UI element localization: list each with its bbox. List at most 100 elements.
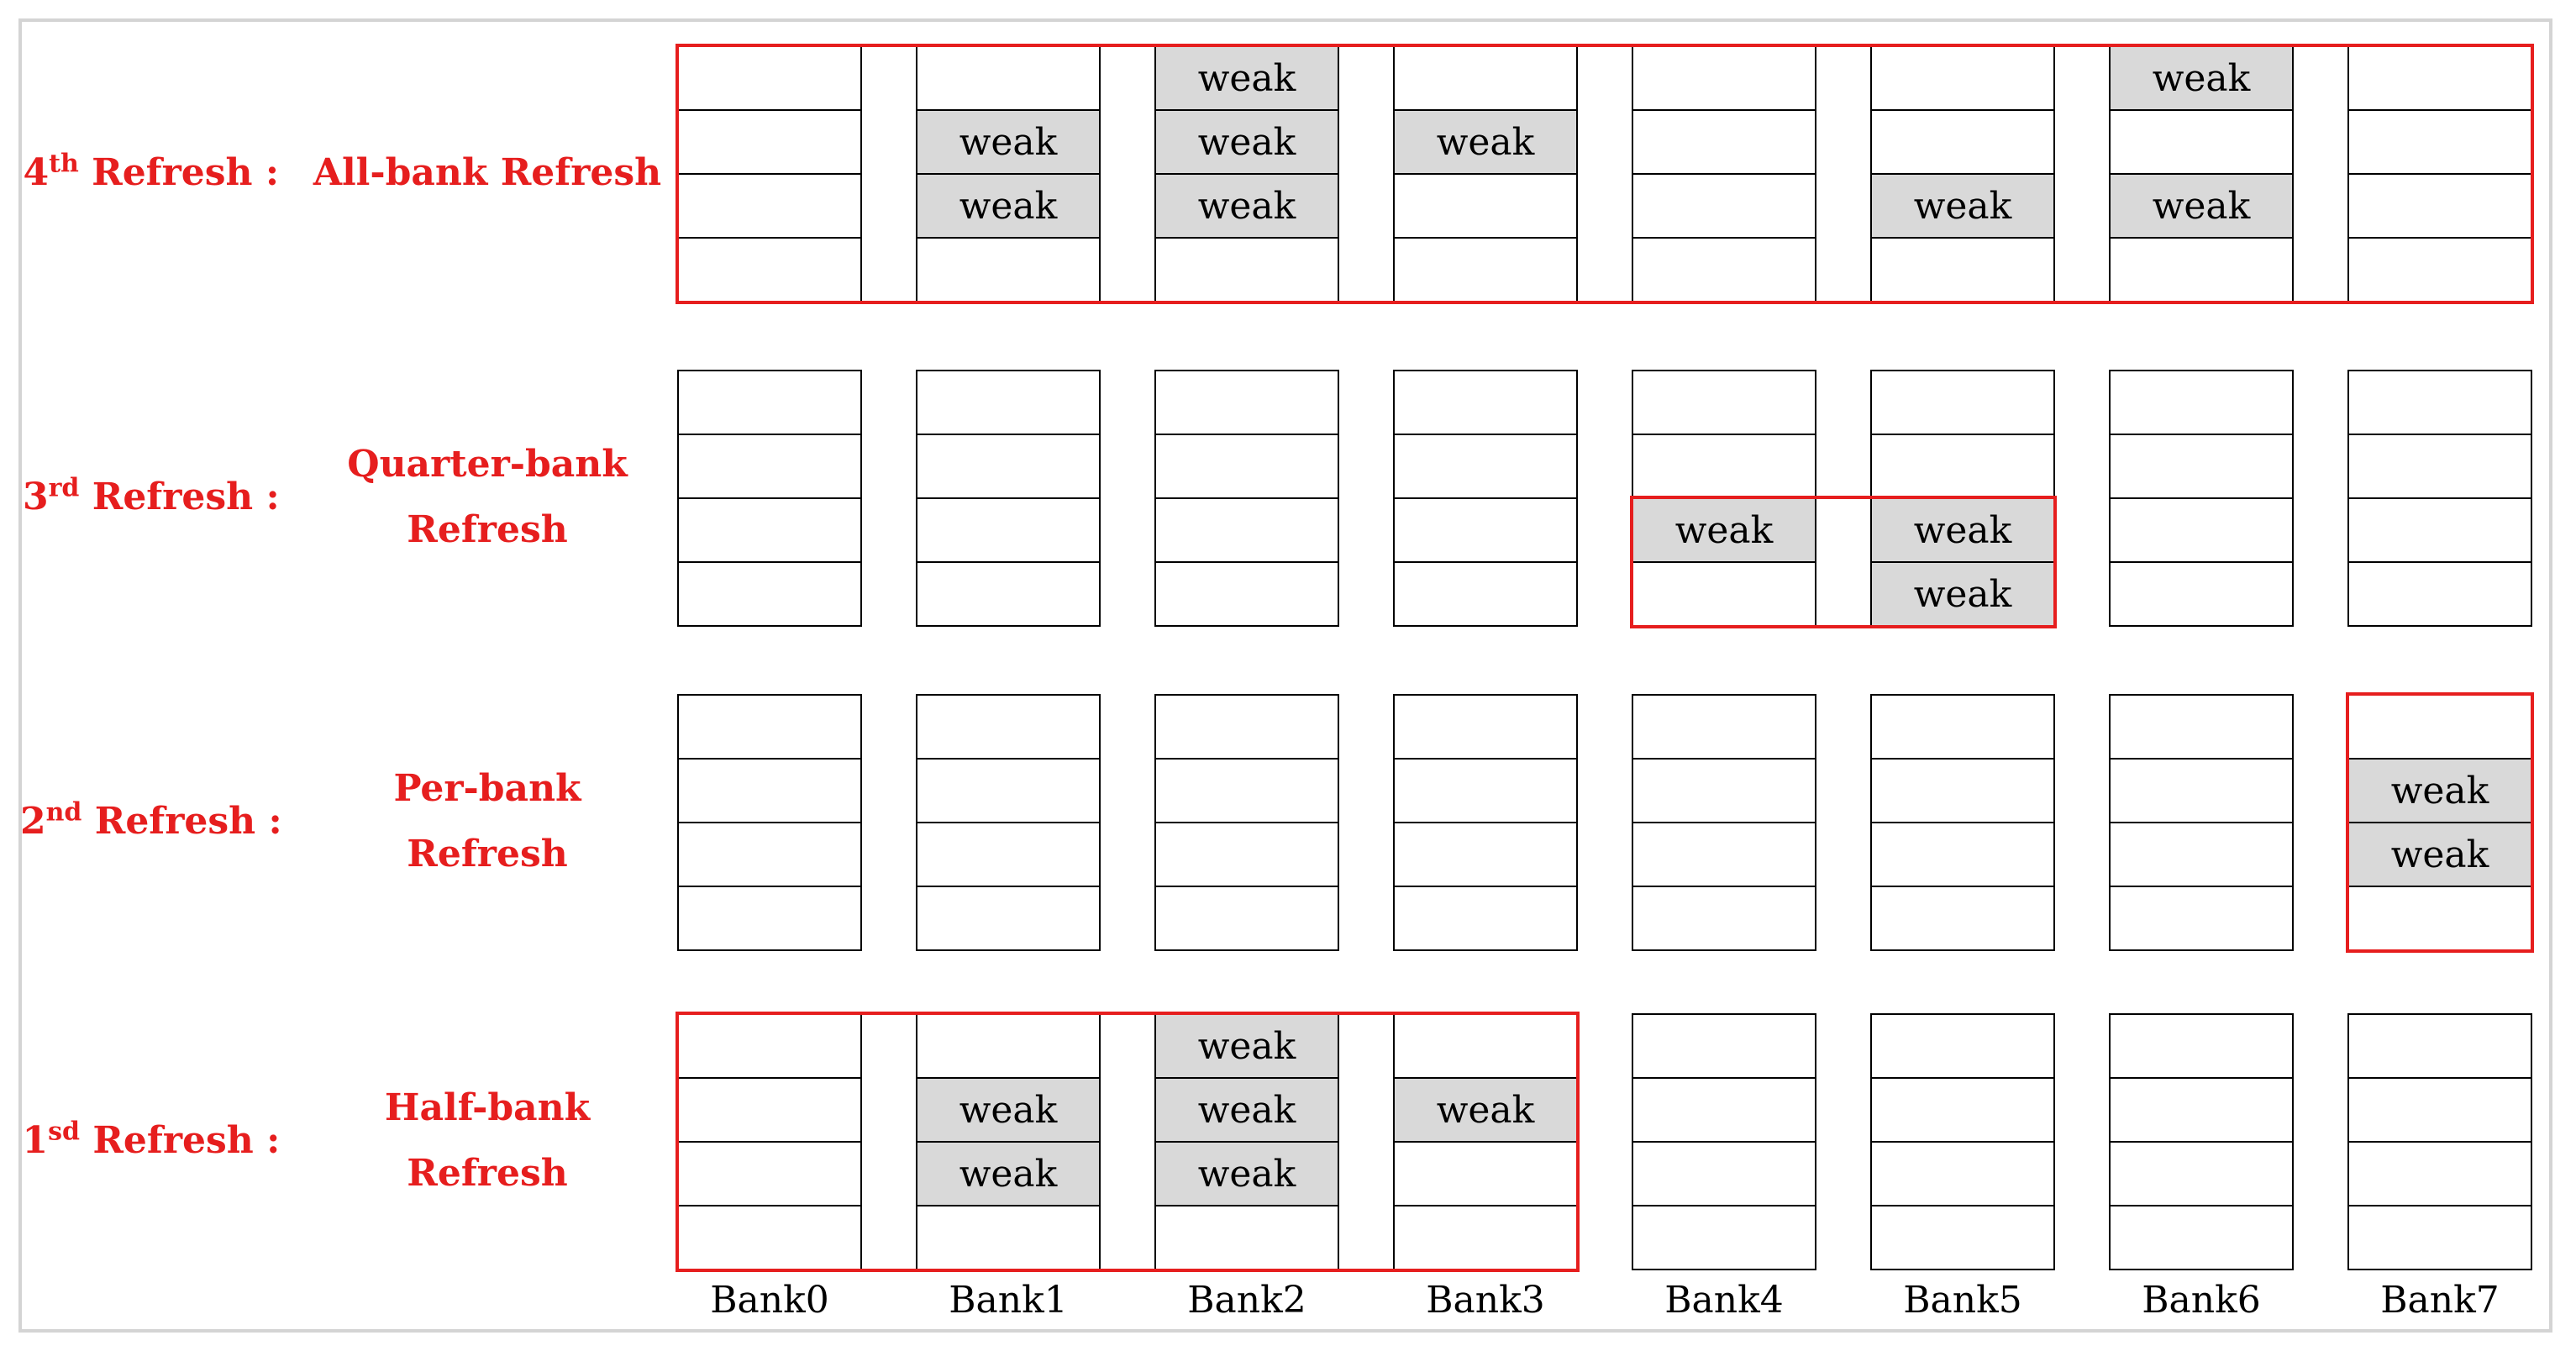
ordinal-number: 3 (23, 476, 49, 518)
ordinal-number: 2 (20, 800, 46, 843)
refresh-order-label: 1sd Refresh : (23, 1119, 281, 1162)
memory-cell (2109, 822, 2294, 887)
memory-cell (916, 237, 1101, 302)
label-colon: : (253, 1119, 281, 1162)
memory-cell (916, 434, 1101, 499)
weak-cell: weak (2347, 758, 2532, 823)
memory-cell (2347, 1141, 2532, 1206)
memory-cell (1393, 886, 1578, 951)
memory-cell (677, 1077, 862, 1143)
refresh-type-name: All-bank Refresh (311, 140, 664, 206)
weak-label: weak (2152, 184, 2251, 228)
memory-cell (2347, 561, 2532, 627)
weak-label: weak (1913, 572, 2012, 616)
refresh-type-line: All-bank Refresh (313, 151, 662, 194)
memory-cell (2347, 1013, 2532, 1079)
weak-cell: weak (1870, 561, 2055, 627)
memory-cell (1154, 694, 1339, 760)
memory-cell (1870, 1013, 2055, 1079)
memory-cell (1154, 434, 1339, 499)
weak-label: weak (1197, 1152, 1296, 1196)
memory-cell (2347, 370, 2532, 435)
memory-cell (677, 1205, 862, 1270)
memory-cell (1632, 1013, 1816, 1079)
memory-cell (677, 434, 862, 499)
memory-cell (2109, 434, 2294, 499)
memory-cell (677, 497, 862, 563)
memory-cell (2109, 1013, 2294, 1079)
memory-cell (677, 1141, 862, 1206)
weak-cell: weak (916, 109, 1101, 175)
weak-label: weak (2152, 56, 2251, 100)
ordinal-suffix: rd (48, 473, 80, 503)
bank-label: Bank0 (710, 1279, 829, 1322)
memory-cell (1154, 758, 1339, 823)
memory-cell (2109, 370, 2294, 435)
memory-cell (2109, 1077, 2294, 1143)
memory-cell (1393, 434, 1578, 499)
memory-cell (1393, 237, 1578, 302)
memory-cell (1632, 758, 1816, 823)
memory-cell (1632, 109, 1816, 175)
memory-cell (1393, 173, 1578, 239)
label-colon: : (252, 151, 280, 194)
refresh-order-label: 3rd Refresh : (23, 476, 280, 518)
weak-label: weak (1436, 1088, 1535, 1132)
memory-cell (1870, 109, 2055, 175)
memory-cell (1870, 758, 2055, 823)
weak-label: weak (1197, 1024, 1296, 1068)
bank-label: Bank2 (1187, 1279, 1306, 1322)
refresh-type-name: Per-bank Refresh (311, 756, 664, 887)
memory-cell (1393, 694, 1578, 760)
memory-cell (1632, 370, 1816, 435)
memory-cell (2109, 886, 2294, 951)
bank-label: Bank1 (949, 1279, 1068, 1322)
memory-cell (677, 1013, 862, 1079)
weak-label: weak (1197, 1088, 1296, 1132)
memory-cell (677, 45, 862, 111)
weak-cell: weak (1393, 109, 1578, 175)
memory-cell (1154, 561, 1339, 627)
memory-cell (1870, 370, 2055, 435)
ordinal-suffix: sd (48, 1117, 80, 1147)
refresh-word: Refresh (92, 476, 254, 518)
memory-cell (1870, 45, 2055, 111)
memory-cell (677, 173, 862, 239)
refresh-word: Refresh (94, 800, 256, 843)
weak-cell: weak (1154, 109, 1339, 175)
weak-cell: weak (2347, 822, 2532, 887)
refresh-type-name: Half-bank Refresh (311, 1075, 664, 1206)
memory-cell (1632, 434, 1816, 499)
memory-cell (677, 758, 862, 823)
memory-cell (1393, 497, 1578, 563)
memory-cell (1393, 758, 1578, 823)
memory-cell (916, 1013, 1101, 1079)
weak-label: weak (1913, 508, 2012, 552)
refresh-order-label: 2nd Refresh : (20, 800, 282, 843)
memory-cell (1870, 694, 2055, 760)
memory-cell (1632, 45, 1816, 111)
memory-cell (1154, 237, 1339, 302)
weak-cell: weak (1154, 1013, 1339, 1079)
memory-cell (1393, 45, 1578, 111)
memory-cell (677, 237, 862, 302)
memory-cell (1393, 561, 1578, 627)
memory-cell (677, 109, 862, 175)
memory-cell (2109, 497, 2294, 563)
memory-cell (2347, 1205, 2532, 1270)
memory-cell (1870, 1141, 2055, 1206)
bank-label: Bank3 (1426, 1279, 1545, 1322)
memory-cell (2109, 694, 2294, 760)
memory-cell (677, 370, 862, 435)
label-colon: : (255, 800, 282, 843)
memory-cell (2347, 237, 2532, 302)
bank-label: Bank6 (2142, 1279, 2261, 1322)
memory-cell (2109, 561, 2294, 627)
ordinal-number: 4 (23, 151, 50, 194)
weak-label: weak (959, 184, 1058, 228)
memory-cell (1632, 822, 1816, 887)
refresh-order-label: 4th Refresh : (24, 151, 280, 192)
memory-cell (677, 561, 862, 627)
memory-cell (916, 886, 1101, 951)
